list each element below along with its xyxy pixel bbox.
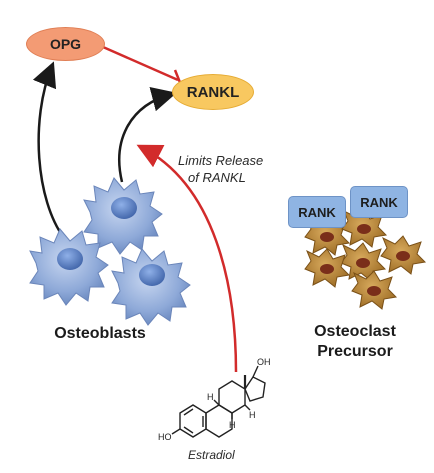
atom-oh-top: OH [257,357,271,367]
osteoblast-to-opg-arrow [32,61,66,239]
osteoblasts-label: Osteoblasts [54,325,146,342]
opg-node: OPG [26,27,105,61]
osteoblast-cell-icon [29,228,109,306]
estradiol-structure-icon [171,365,266,438]
opg-inhibits-rankl-line [102,45,185,91]
osteoclast-precursor-label-line2: Precursor [317,343,393,360]
osteoblast-to-rankl-arrow [118,86,177,183]
estradiol-atom-labels: OH HO H H H [158,357,271,442]
rank-receptor-box: RANK [288,196,346,228]
osteoclast-cell-icon [304,248,351,288]
osteoclast-cell-icon [340,242,387,282]
osteoclast-cell-icon [351,270,398,310]
osteoclast-cell-icon [380,235,427,275]
osteoblast-cell-icon [111,248,191,326]
limits-release-label: Limits Release [178,153,264,168]
limits-release-label-line2: of RANKL [188,170,246,185]
estradiol-limits-arrow [136,144,238,373]
atom-h-1: H [229,420,236,430]
atom-h-3: H [207,392,214,402]
osteoclast-cell-icon [341,208,388,248]
atom-h-2: H [249,410,256,420]
atom-ho-left: HO [158,432,172,442]
osteoblast-cell-icon [83,177,163,255]
estradiol-label: Estradiol [188,448,235,462]
osteoclast-precursor-label: Osteoclast [314,323,396,340]
rank-receptor-box: RANK [350,186,408,218]
rankl-node: RANKL [172,74,254,110]
